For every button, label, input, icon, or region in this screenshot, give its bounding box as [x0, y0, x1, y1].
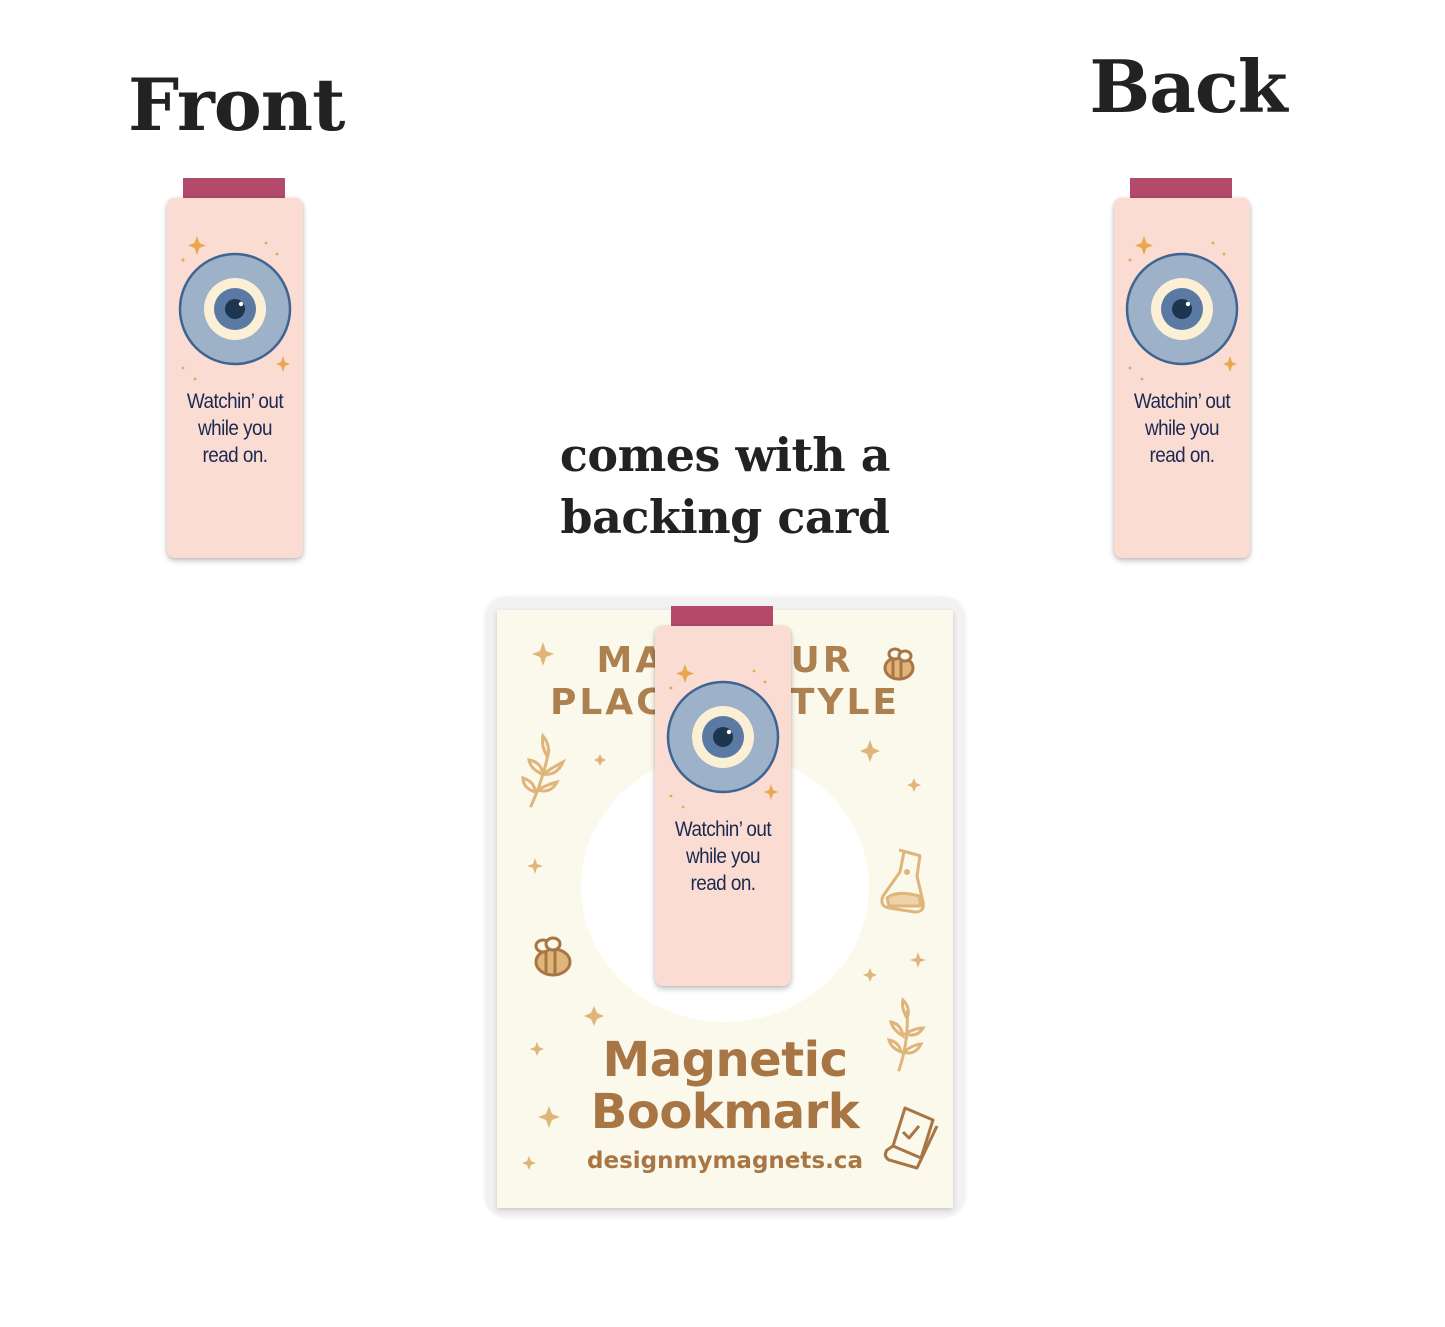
bookmark-text-line-2: while you [686, 845, 760, 868]
bookmark-text-line-1: Watchin’ out [1133, 390, 1231, 413]
sparkle-icon [1128, 236, 1237, 381]
card-url: designmymagnets.ca [587, 1148, 863, 1174]
back-heading: Back [1089, 44, 1287, 129]
bookmark-text-line-1: Watchin’ out [674, 818, 772, 841]
bookmark-text-line-3: read on. [202, 444, 268, 467]
sparkle-icon [181, 236, 290, 381]
bookmark-text-line-2: while you [198, 417, 272, 440]
front-heading: Front [128, 62, 345, 147]
bookmark-text-line-1: Watchin’ out [186, 390, 284, 413]
card-top-text-line-1: MA UR [596, 640, 854, 681]
evil-eye-icon [1125, 252, 1239, 366]
card-top-text-line-2: PLAC TYLE [549, 682, 901, 723]
card-title: Magnetic Bookmark [497, 1034, 953, 1138]
bee-icon [534, 936, 572, 977]
card-title-line-2: Bookmark [590, 1084, 860, 1140]
card-top-text: MA UR PLAC TYLE [497, 640, 953, 724]
front-bookmark: Watchin’ out while you read on. [167, 178, 303, 560]
sparkle-icon [669, 664, 778, 809]
evil-eye-icon [666, 680, 780, 794]
card-title-line-1: Magnetic [602, 1032, 848, 1088]
card-bookmark: Watchin’ out while you read on. [655, 606, 791, 988]
back-bookmark: Watchin’ out while you read on. [1114, 178, 1250, 560]
backing-card-heading-line-2: backing card [560, 490, 890, 544]
bookmark-body: Watchin’ out while you read on. [655, 626, 791, 986]
bookmark-text: Watchin’ out while you read on. [1121, 388, 1243, 469]
bookmark-text: Watchin’ out while you read on. [662, 816, 784, 897]
bookmark-body: Watchin’ out while you read on. [1114, 198, 1250, 558]
bookmark-text-line-3: read on. [690, 872, 756, 895]
backing-card-heading: comes with a backing card [520, 424, 930, 548]
evil-eye-icon [178, 252, 292, 366]
flask-icon [880, 848, 925, 914]
backing-card-heading-line-1: comes with a [559, 428, 891, 482]
bookmark-text: Watchin’ out while you read on. [174, 388, 296, 469]
bookmark-text-line-3: read on. [1149, 444, 1215, 467]
leaf-sprig-icon [521, 732, 566, 808]
bookmark-text-line-2: while you [1145, 417, 1219, 440]
bookmark-body: Watchin’ out while you read on. [167, 198, 303, 558]
